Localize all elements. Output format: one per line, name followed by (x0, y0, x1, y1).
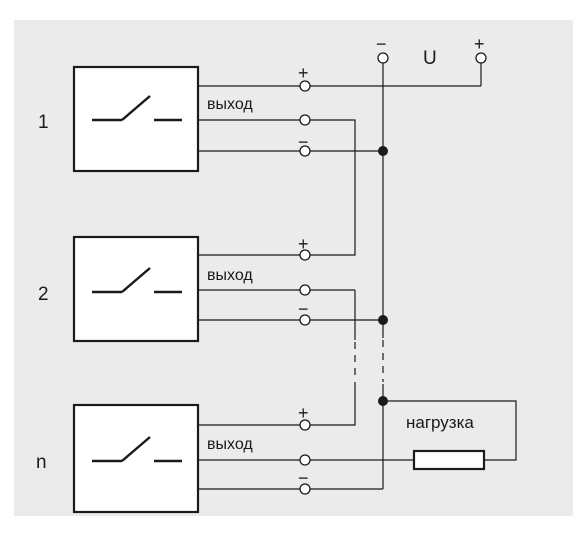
minus-terminal-2 (299, 314, 311, 326)
load-label: нагрузка (406, 413, 474, 432)
output-label-1: выход (207, 96, 253, 113)
switch-block-n (72, 403, 200, 514)
load-return-wire (383, 400, 517, 461)
supply-minus-sign: − (376, 34, 387, 54)
output-label-2: выход (207, 267, 253, 284)
switch-symbol-1 (92, 95, 182, 122)
minus-terminal-1 (299, 145, 311, 157)
plus-terminal-2 (299, 249, 311, 261)
junction-dot-1 (378, 146, 388, 156)
supply-plus-sign: + (474, 34, 485, 54)
unit-number-1: 1 (38, 112, 49, 133)
load-resistor (412, 449, 486, 471)
plus-sign-n: + (298, 403, 309, 423)
junction-dot-2 (378, 315, 388, 325)
minus-sign-1: − (298, 132, 309, 152)
unit-1: 1 выход + − (38, 63, 311, 173)
minus-sign-2: − (298, 299, 309, 319)
switch-block-2 (72, 235, 200, 343)
output-label-n: выход (207, 436, 253, 453)
plus-sign-2: + (298, 234, 309, 254)
unit-n: n выход + − (36, 403, 311, 514)
supply-minus-terminal (377, 52, 389, 64)
switch-symbol-2 (92, 267, 182, 294)
minus-terminal-n (299, 483, 311, 495)
output-terminal-1 (299, 114, 311, 126)
unit-number-n: n (36, 452, 47, 473)
supply-plus-terminal (475, 52, 487, 64)
plus-sign-1: + (298, 63, 309, 83)
chain-wire-2-n-lower (310, 382, 356, 426)
plus-terminal-1 (299, 80, 311, 92)
output-terminal-2 (299, 284, 311, 296)
minus-sign-n: − (298, 468, 309, 488)
chain-wire-1-2 (310, 119, 356, 256)
supply: − U + (376, 34, 487, 69)
unit-2: 2 выход + − (38, 234, 311, 343)
switch-symbol-n (92, 436, 182, 463)
plus-terminal-n (299, 419, 311, 431)
unit-number-2: 2 (38, 284, 49, 305)
supply-voltage-label: U (423, 48, 437, 69)
output-terminal-n (299, 454, 311, 466)
